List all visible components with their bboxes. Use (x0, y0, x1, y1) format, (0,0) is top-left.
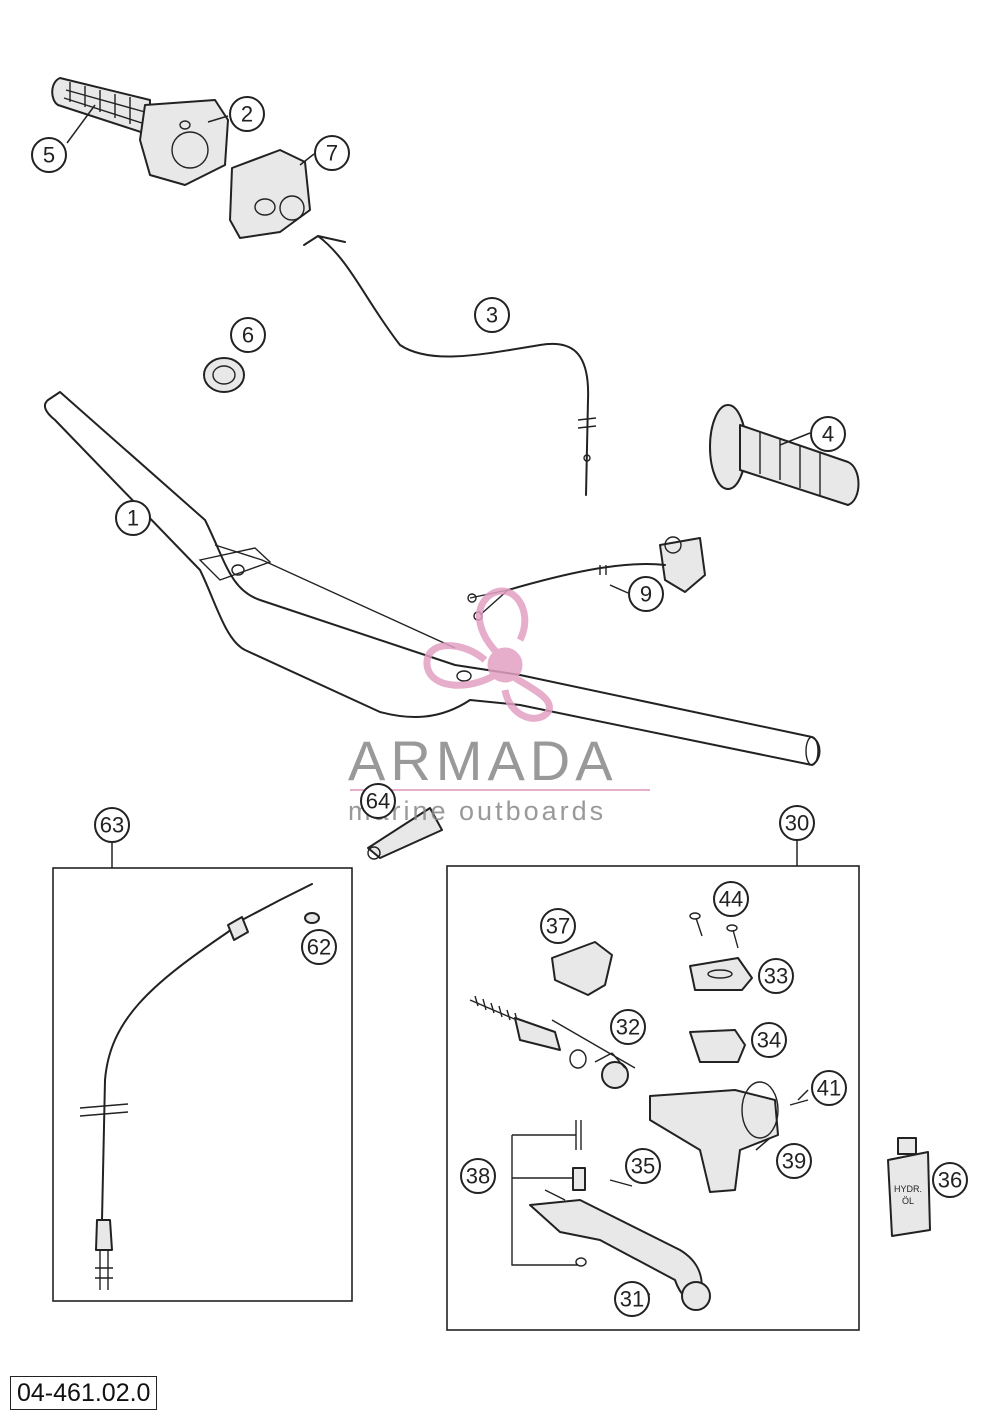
throttle-cable (303, 235, 597, 496)
callout-62: 62 (301, 929, 337, 965)
left-grip (709, 404, 860, 506)
callout-64-label: 64 (366, 789, 390, 814)
hydraulic-oil-bottle: HYDR. ÖL (887, 1137, 931, 1237)
diagram-code: 04-461.02.0 (10, 1376, 158, 1410)
callout-36-label: 36 (938, 1168, 962, 1193)
callout-35: 35 (625, 1148, 661, 1184)
adapter-ring (203, 357, 245, 393)
callout-9-label: 9 (640, 582, 652, 607)
callout-4-label: 4 (822, 422, 834, 447)
callout-41: 41 (811, 1070, 847, 1106)
brake-master-group (446, 838, 860, 1331)
callout-39-label: 39 (782, 1149, 806, 1174)
oil-label-line1: HYDR. (894, 1184, 922, 1194)
callout-2-label: 2 (241, 102, 253, 127)
callout-63: 63 (94, 807, 130, 843)
propeller-logo (423, 587, 553, 722)
callout-4: 4 (810, 416, 846, 452)
callout-32: 32 (610, 1009, 646, 1045)
callout-3-label: 3 (486, 303, 498, 328)
callout-30-label: 30 (785, 811, 809, 836)
callout-5-label: 5 (43, 143, 55, 168)
callout-44: 44 (713, 881, 749, 917)
callout-39: 39 (776, 1143, 812, 1179)
throttle-grip (51, 77, 151, 136)
callout-34-label: 34 (757, 1028, 781, 1053)
callout-37: 37 (540, 908, 576, 944)
callout-31: 31 (614, 1281, 650, 1317)
oil-label-line2: ÖL (902, 1196, 914, 1206)
callout-33: 33 (758, 958, 794, 994)
armada-watermark: ARMADA marine outboards (348, 587, 650, 826)
throttle-cover (229, 149, 311, 239)
callout-6: 6 (230, 317, 266, 353)
callout-41-label: 41 (817, 1076, 841, 1101)
callout-33-label: 33 (764, 964, 788, 989)
callout-7: 7 (314, 135, 350, 171)
handlebar (43, 391, 821, 766)
callout-38-label: 38 (466, 1164, 490, 1189)
callout-2: 2 (229, 96, 265, 132)
callout-7-label: 7 (326, 141, 338, 166)
callout-31-label: 31 (620, 1287, 644, 1312)
callout-35-label: 35 (631, 1154, 655, 1179)
callout-1-label: 1 (127, 506, 139, 531)
bar-end-plug (367, 807, 443, 860)
callout-5: 5 (31, 137, 67, 173)
callout-63-label: 63 (100, 813, 124, 838)
callout-1: 1 (115, 500, 151, 536)
kill-switch (467, 536, 706, 621)
callout-36: 36 (932, 1162, 968, 1198)
callout-9: 9 (628, 576, 664, 612)
callout-6-label: 6 (242, 323, 254, 348)
callout-30: 30 (779, 805, 815, 841)
callout-64: 64 (360, 783, 396, 819)
clutch-cable-group (52, 838, 353, 1302)
watermark-title: ARMADA (348, 729, 618, 792)
callout-38: 38 (460, 1158, 496, 1194)
callout-62-label: 62 (307, 935, 331, 960)
callout-44-label: 44 (719, 887, 743, 912)
callout-37-label: 37 (546, 914, 570, 939)
leader-lines (66, 104, 811, 1151)
callout-32-label: 32 (616, 1015, 640, 1040)
throttle-housing (139, 99, 229, 186)
callout-3: 3 (474, 297, 510, 333)
callout-34: 34 (751, 1022, 787, 1058)
